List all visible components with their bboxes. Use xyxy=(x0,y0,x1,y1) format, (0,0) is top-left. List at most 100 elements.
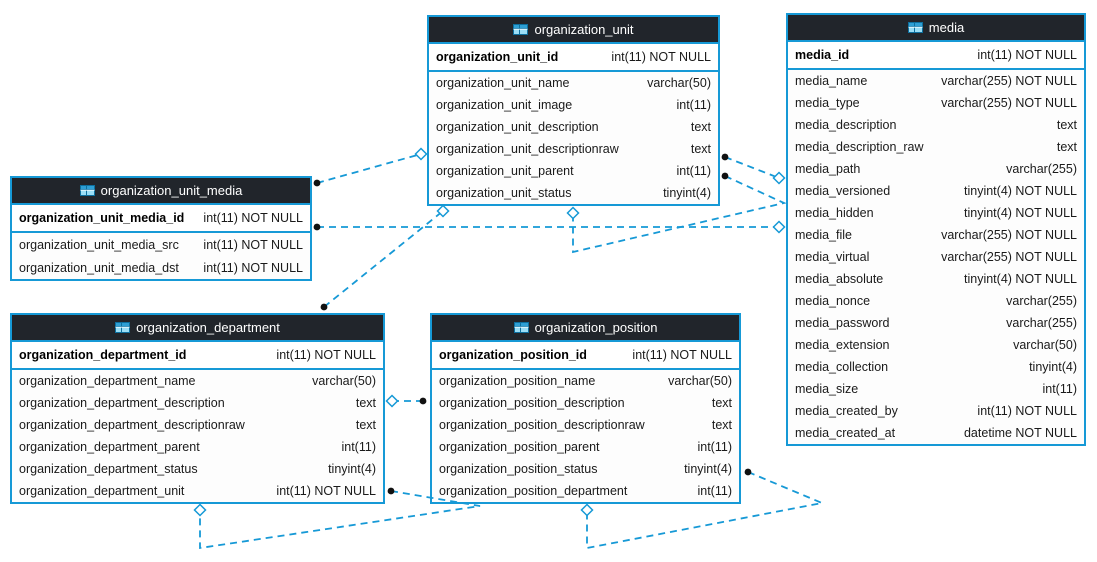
column-type: tinyint(4) NOT NULL xyxy=(964,206,1077,220)
relationship-position-self-parent[interactable] xyxy=(586,471,826,550)
column-name: media_created_by xyxy=(795,404,898,418)
pk-column-type: int(11) NOT NULL xyxy=(611,50,711,64)
column-type: int(11) NOT NULL xyxy=(977,404,1077,418)
column-name: organization_unit_image xyxy=(436,98,573,112)
table-title: organization_department xyxy=(136,320,280,335)
column-row: organization_unit_media_src int(11) NOT N… xyxy=(12,233,310,256)
column-type: int(11) xyxy=(676,98,711,112)
column-type: varchar(50) xyxy=(1013,338,1077,352)
primary-key-row: organization_position_id int(11) NOT NULL xyxy=(432,342,739,370)
column-name: media_path xyxy=(795,162,861,176)
column-name: media_versioned xyxy=(795,184,891,198)
column-name: organization_unit_status xyxy=(436,186,572,200)
relationship-unit-self-parent[interactable] xyxy=(572,175,787,254)
pk-column-type: int(11) NOT NULL xyxy=(632,348,732,362)
column-name: organization_department_status xyxy=(19,462,198,476)
column-name: organization_unit_descriptionraw xyxy=(436,142,619,156)
column-name: media_created_at xyxy=(795,426,896,440)
column-name: media_hidden xyxy=(795,206,874,220)
column-name: organization_department_description xyxy=(19,396,225,410)
pk-column-name: organization_unit_id xyxy=(436,50,559,64)
pk-column-name: media_id xyxy=(795,48,850,62)
column-type: text xyxy=(690,142,711,156)
column-type: varchar(50) xyxy=(647,76,711,90)
table-icon xyxy=(513,322,529,333)
column-type: varchar(50) xyxy=(312,374,376,388)
column-row: organization_unit_name varchar(50) xyxy=(429,72,718,94)
column-type: text xyxy=(355,418,376,432)
pk-column-type: int(11) NOT NULL xyxy=(203,211,303,225)
pk-column-type: int(11) NOT NULL xyxy=(977,48,1077,62)
column-type: text xyxy=(711,396,732,410)
column-row: organization_unit_descriptionraw text xyxy=(429,138,718,160)
column-name: media_virtual xyxy=(795,250,870,264)
column-type: int(11) NOT NULL xyxy=(203,237,303,252)
column-type: int(11) xyxy=(697,440,732,454)
column-name: media_type xyxy=(795,96,860,110)
column-name: organization_department_parent xyxy=(19,440,200,454)
column-row: organization_unit_image int(11) xyxy=(429,94,718,116)
table-icon xyxy=(79,185,95,196)
relationship-unit-media-to-unit[interactable] xyxy=(316,153,422,184)
column-type: int(11) xyxy=(676,164,711,178)
table-icon xyxy=(907,22,923,33)
column-name: media_size xyxy=(795,382,859,396)
column-type: int(11) xyxy=(697,484,732,498)
column-type: varchar(255) NOT NULL xyxy=(941,250,1077,264)
one-end-diamond xyxy=(772,171,786,185)
one-end-diamond xyxy=(414,147,428,161)
column-name: media_extension xyxy=(795,338,890,352)
column-name: organization_unit_media_src xyxy=(19,237,179,252)
relationship-unit-to-media[interactable] xyxy=(724,156,780,179)
column-name: organization_position_status xyxy=(439,462,598,476)
column-name: organization_position_descriptionraw xyxy=(439,418,645,432)
column-type: varchar(255) NOT NULL xyxy=(941,228,1077,242)
column-type: text xyxy=(1056,140,1077,154)
column-name: media_nonce xyxy=(795,294,871,308)
column-type: datetime NOT NULL xyxy=(963,426,1077,440)
column-type: varchar(255) NOT NULL xyxy=(941,74,1077,88)
table-header: organization_unit_media xyxy=(12,178,310,205)
table-icon xyxy=(115,322,131,333)
column-name: organization_department_unit xyxy=(19,484,185,498)
column-name: media_collection xyxy=(795,360,889,374)
column-name: media_absolute xyxy=(795,272,884,286)
column-name: media_description xyxy=(795,118,897,132)
column-type: int(11) xyxy=(1042,382,1077,396)
column-type: varchar(50) xyxy=(668,374,732,388)
table-header: organization_department xyxy=(12,315,383,342)
column-type: int(11) NOT NULL xyxy=(203,260,303,275)
relationship-department-to-unit[interactable] xyxy=(323,210,444,308)
column-name: organization_unit_name xyxy=(436,76,570,90)
column-name: organization_position_name xyxy=(439,374,596,388)
relationship-department-self-parent[interactable] xyxy=(199,490,481,550)
table-organization_department[interactable]: organization_department organization_depa… xyxy=(10,313,385,504)
column-type: tinyint(4) xyxy=(663,186,711,200)
column-row: media_extension varchar(50) xyxy=(788,334,1084,356)
column-type: tinyint(4) xyxy=(684,462,732,476)
pk-column-name: organization_position_id xyxy=(439,348,587,362)
